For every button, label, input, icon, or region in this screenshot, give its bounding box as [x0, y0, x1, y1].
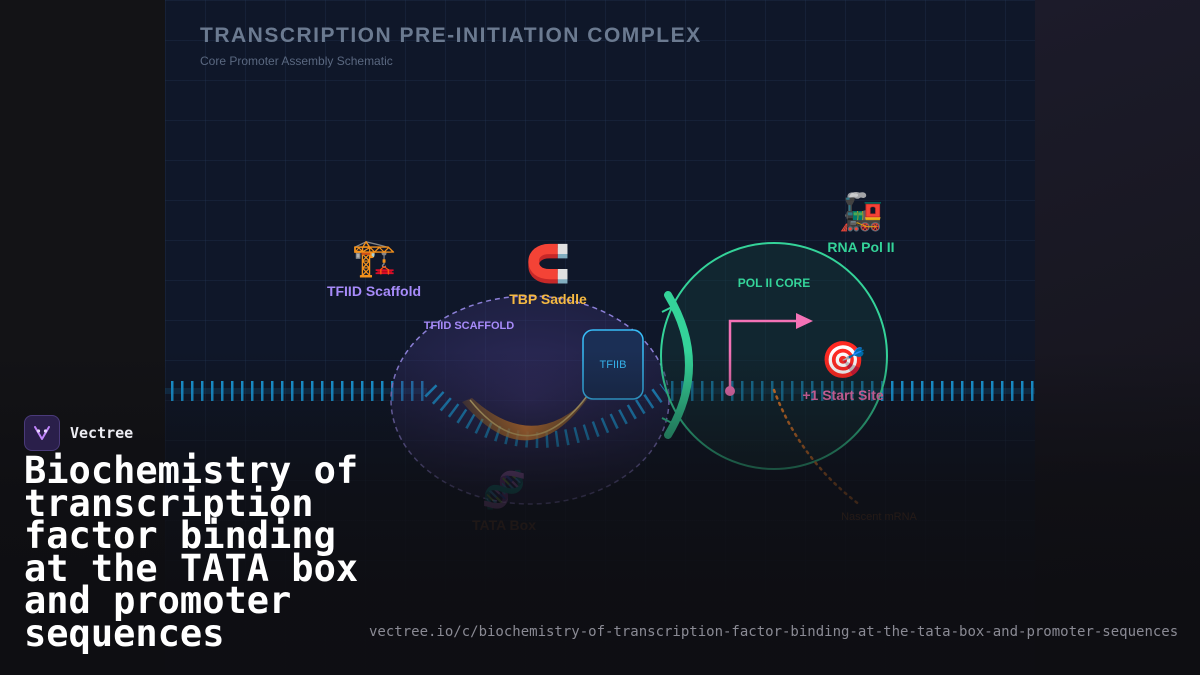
pol-ii-core-label: POL II CORE: [737, 276, 811, 290]
magnet-icon: 🧲: [525, 243, 571, 284]
tata-box-label: TATA Box: [471, 517, 537, 533]
tfiib-label: TFIIB: [599, 359, 627, 371]
tfiid-scaffold-label: TFIID Scaffold: [326, 283, 422, 299]
dna-glow-left: [165, 388, 427, 394]
target-icon: 🎯: [820, 339, 866, 380]
tbp-saddle-label: TBP Saddle: [509, 291, 587, 307]
brand: Vectree: [24, 415, 133, 451]
locomotive-icon: 🚂: [838, 191, 884, 232]
tfiid-region-label: TFIID SCAFFOLD: [423, 320, 515, 332]
crane-icon: 🏗️: [351, 237, 397, 278]
start-site-label: +1 Start Site: [802, 387, 884, 403]
dna-icon: 🧬: [481, 469, 527, 510]
vectree-logo-icon: [24, 415, 60, 451]
page-headline: Biochemistry of transcription factor bin…: [24, 449, 359, 655]
rna-pol-ii-label: RNA Pol II: [827, 239, 895, 255]
brand-name: Vectree: [70, 424, 134, 442]
page-url[interactable]: vectree.io/c/biochemistry-of-transcripti…: [369, 624, 1179, 640]
nascent-mrna-label: Nascent mRNA: [841, 511, 917, 523]
start-site-dot: [725, 386, 735, 396]
